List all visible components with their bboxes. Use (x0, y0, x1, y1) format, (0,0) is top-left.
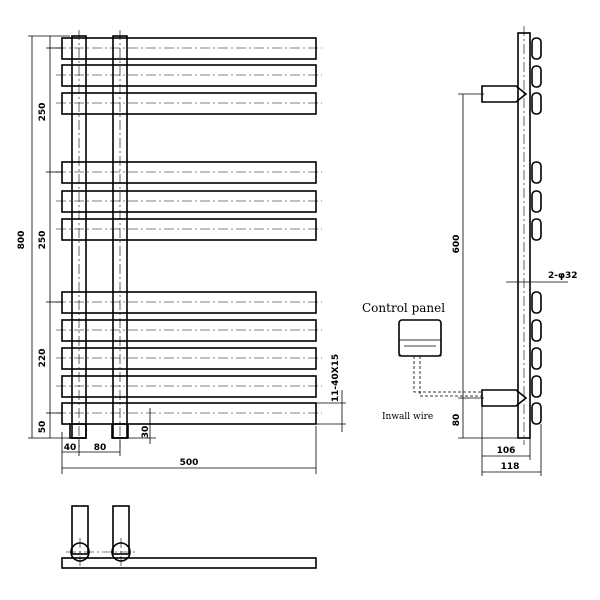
dim-pipe-spacing: 80 (94, 443, 107, 453)
towel-bar (61, 375, 317, 398)
towel-bar (61, 319, 317, 342)
inwall-wire-label: Inwall wire (382, 412, 433, 422)
front-view: 800 250 250 220 50 11-40X15 30 40 (17, 30, 346, 474)
dim-total-width: 500 (180, 458, 199, 468)
dim-total-height: 800 (17, 231, 27, 250)
dim-bracket-spacing: 600 (452, 235, 462, 254)
dim-bar-spec: 11-40X15 (331, 354, 341, 402)
dim-pipe-extension: 30 (141, 426, 151, 439)
plan-view (61, 505, 317, 569)
dim-bottom-bracket: 80 (452, 414, 462, 427)
pipe-extension-dimension: 30 (128, 408, 156, 444)
dim-wall-depth-outer: 118 (501, 462, 520, 472)
control-panel-label: Control panel (362, 301, 445, 315)
dim-pipe-offset: 40 (64, 443, 77, 453)
inwall-wire: Inwall wire (382, 356, 482, 422)
towel-bar (61, 190, 317, 213)
control-panel: Control panel (362, 301, 445, 357)
towel-bar (61, 347, 317, 370)
side-view: 600 80 2-φ32 106 118 Control panel (362, 26, 578, 476)
dim-gap-top: 250 (38, 103, 48, 122)
bottom-dimensions: 40 80 500 (61, 426, 317, 474)
bar-spec-dimension: 11-40X15 (316, 354, 346, 432)
towel-bar (61, 92, 317, 115)
dim-wall-depth-inner: 106 (497, 446, 516, 456)
side-vertical-dimensions: 600 80 (452, 93, 518, 439)
dim-gap-middle: 250 (38, 231, 48, 250)
towel-bar (61, 64, 317, 87)
control-panel-box (398, 319, 442, 357)
horizontal-bars (56, 37, 322, 425)
towel-bar (61, 37, 317, 60)
left-dimensions: 800 250 250 220 50 (17, 35, 70, 439)
side-bar-ends (531, 37, 542, 425)
pipe-diameter-callout: 2-φ32 (506, 271, 578, 288)
dim-gap-lower: 220 (38, 349, 48, 368)
towel-bar (61, 291, 317, 314)
towel-bar (61, 161, 317, 184)
dim-bottom-offset: 50 (38, 421, 48, 434)
dim-pipe-diameter: 2-φ32 (548, 271, 578, 281)
depth-dimensions: 106 118 (481, 402, 542, 476)
towel-bar (61, 402, 317, 425)
wall-brackets (481, 85, 528, 407)
towel-bar (61, 218, 317, 241)
